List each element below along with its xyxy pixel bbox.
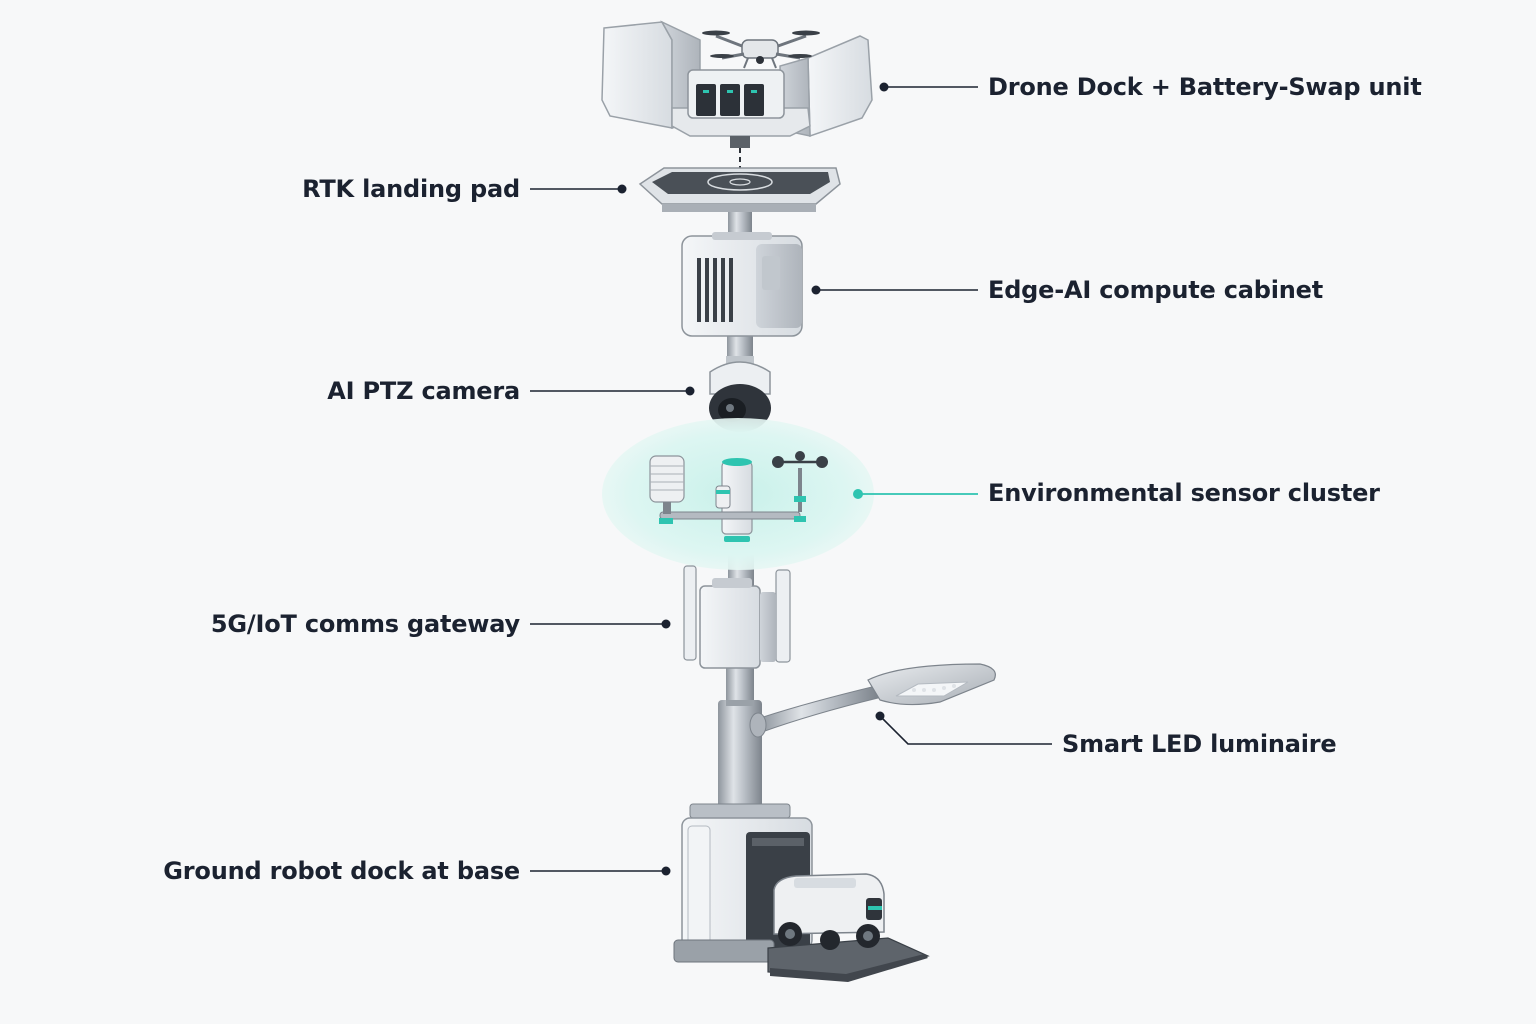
robot-dock-base [673,803,930,982]
ground-robot-icon [773,873,885,950]
label-ptz-camera: AI PTZ camera [327,377,520,405]
anemometer-icon [772,451,828,522]
label-drone-dock: Drone Dock + Battery-Swap unit [988,73,1422,101]
label-comms-gateway: 5G/IoT comms gateway [210,610,520,638]
drone-dock-unit [601,20,873,170]
leader-lines [530,86,1052,872]
label-env-sensors: Environmental sensor cluster [988,479,1380,507]
led-luminaire [749,663,996,738]
label-led-luminaire: Smart LED luminaire [1062,730,1337,758]
rtk-landing-pad [638,167,841,212]
label-edge-ai: Edge-AI compute cabinet [988,276,1324,304]
accent-leader-dot [853,489,863,499]
label-robot-dock: Ground robot dock at base [163,857,520,885]
comms-gateway [683,565,791,669]
environmental-sensor-cluster [602,418,874,570]
drone-icon [702,30,820,69]
label-rtk-pad: RTK landing pad [302,175,520,203]
leader-dots [617,82,889,876]
radiation-shield-icon [649,455,685,524]
edge-ai-cabinet [681,232,803,337]
